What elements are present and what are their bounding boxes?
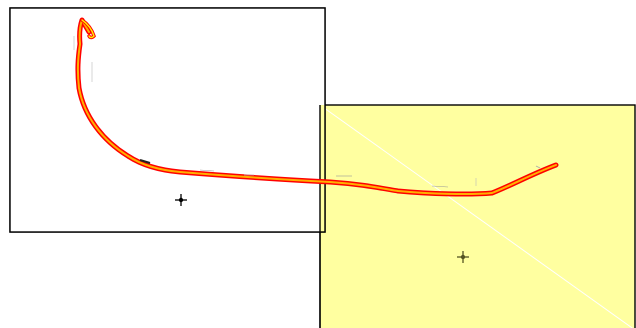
road-annotation-4 bbox=[431, 185, 449, 188]
road-annotation-6 bbox=[535, 165, 541, 169]
overlap-strip bbox=[320, 105, 325, 232]
road-dark-segment bbox=[139, 159, 151, 164]
right-sheet-center-marker bbox=[457, 251, 469, 263]
left-sheet-body bbox=[10, 8, 325, 232]
left-sheet-center-marker bbox=[175, 194, 187, 206]
crosshair-icon bbox=[457, 251, 469, 263]
road-hook-fill bbox=[81, 19, 95, 39]
diagonal-guide-line bbox=[319, 104, 634, 328]
road-annotation-1 bbox=[199, 169, 215, 172]
crosshair-icon bbox=[175, 194, 187, 206]
road-fill bbox=[76, 19, 557, 196]
left-sheet-border bbox=[9, 7, 326, 233]
